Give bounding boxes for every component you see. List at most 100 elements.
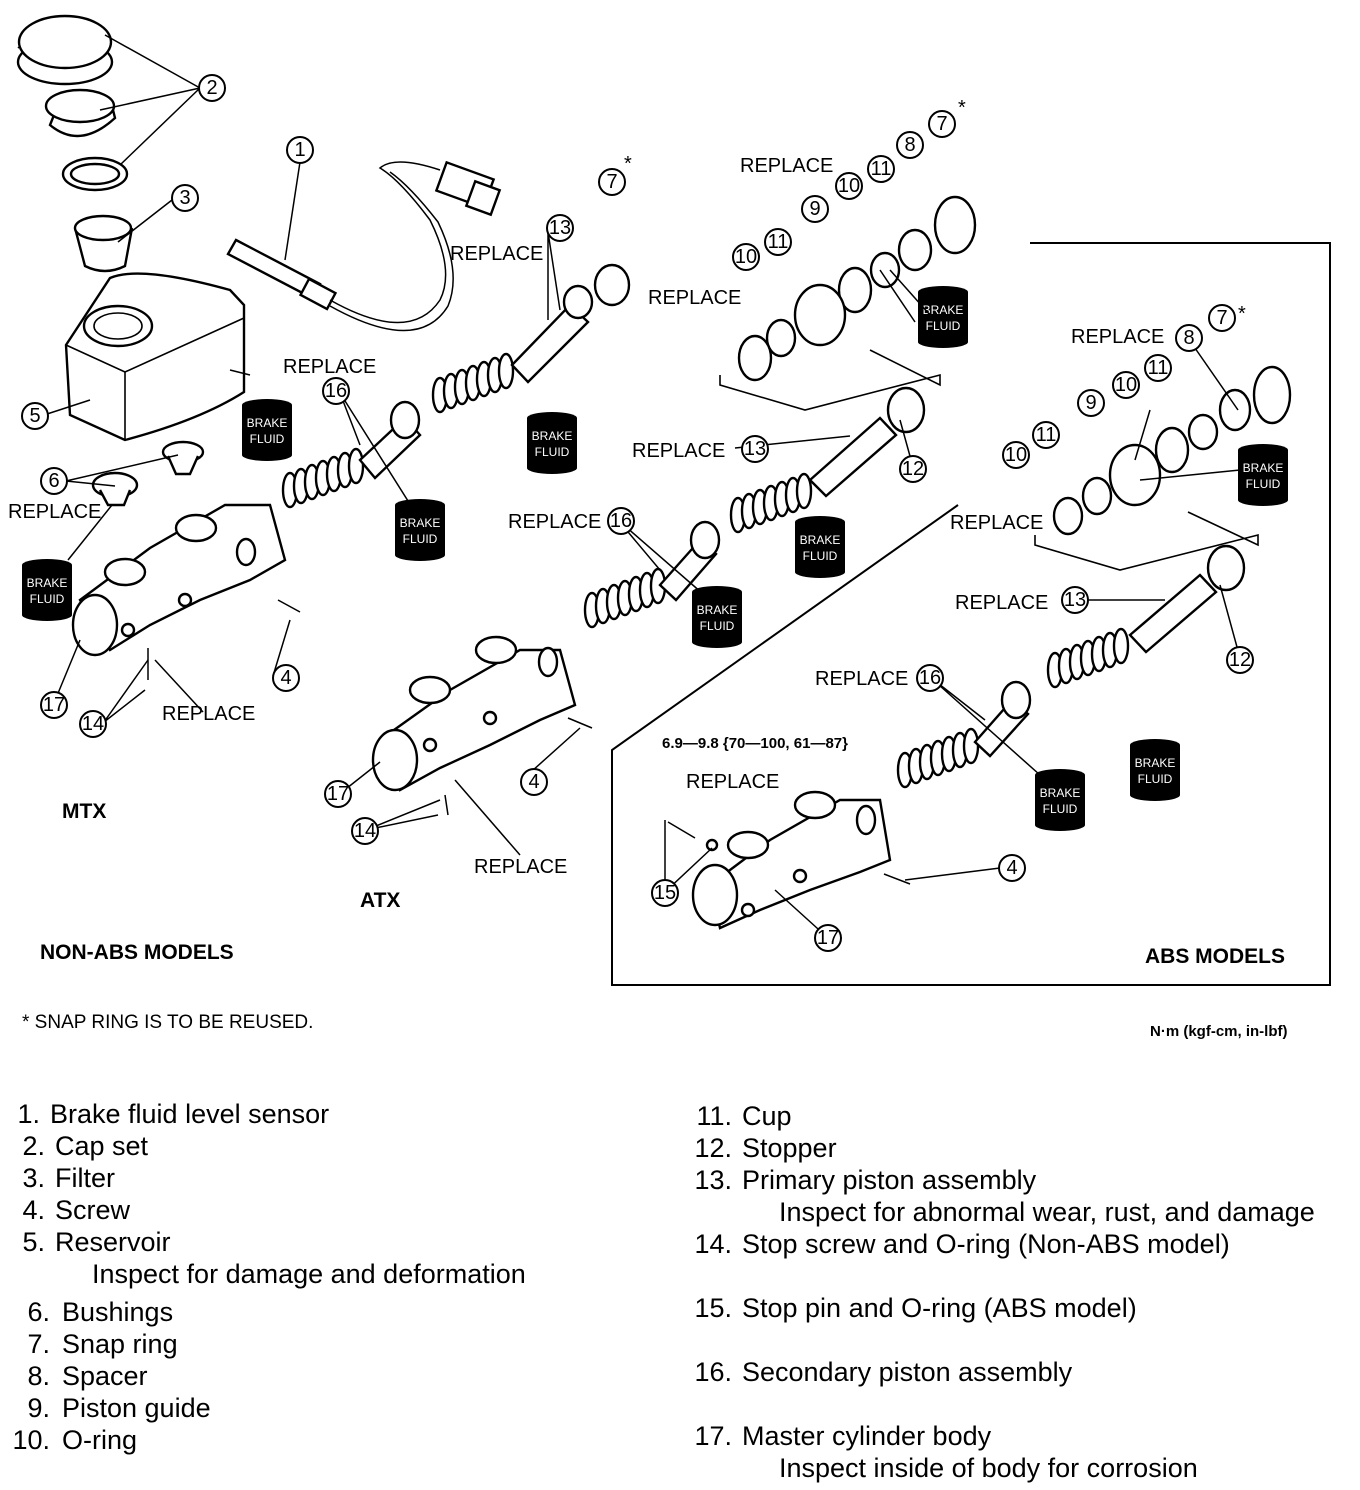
brake-fluid-can: BRAKE FLUID (1238, 444, 1288, 506)
svg-text:13: 13 (1064, 589, 1086, 611)
callout-11: 11 (764, 228, 792, 256)
callout-16: 16 (607, 507, 635, 535)
replace-label: REPLACE (740, 155, 833, 177)
leader-lines (43, 34, 1241, 939)
svg-text:FLUID: FLUID (535, 445, 570, 459)
brake-fluid-can: BRAKE FLUID (795, 516, 845, 578)
callout-10: 10 (835, 172, 863, 200)
brake-fluid-can: BRAKE FLUID (692, 586, 742, 648)
abs-seal-set-drawing (1034, 365, 1292, 571)
callout-4: 4 (272, 664, 300, 692)
torque-spec: 6.9—9.8 {70—100, 61—87} (662, 735, 848, 752)
svg-text:12: 12 (902, 458, 924, 480)
callout-14: 14 (351, 817, 379, 845)
callout-16: 16 (322, 377, 350, 405)
replace-label: REPLACE (632, 440, 725, 462)
svg-text:17: 17 (327, 783, 349, 805)
mtx-seal-set-drawing (719, 195, 977, 411)
svg-text:BRAKE: BRAKE (1040, 786, 1081, 800)
svg-text:BRAKE: BRAKE (532, 429, 573, 443)
callout-17: 17 (324, 780, 352, 808)
callout-10: 10 (1112, 371, 1140, 399)
svg-text:4: 4 (528, 771, 539, 793)
callout-7: 7 (598, 168, 626, 196)
callout-12: 12 (1226, 646, 1254, 674)
bushings-drawing (91, 440, 205, 507)
svg-text:8: 8 (904, 134, 915, 156)
callout-4: 4 (998, 854, 1026, 882)
callout-11: 11 (867, 155, 895, 183)
asterisk-mark: * (624, 153, 632, 175)
callout-16: 16 (916, 664, 944, 692)
callout-13: 13 (741, 435, 769, 463)
asterisk-mark: * (958, 97, 966, 119)
svg-text:11: 11 (1036, 424, 1057, 446)
svg-text:6: 6 (48, 470, 59, 492)
callout-8: 8 (896, 131, 924, 159)
brake-fluid-can: BRAKE FLUID (918, 286, 968, 348)
svg-text:BRAKE: BRAKE (1243, 461, 1284, 475)
units-note: N·m (kgf-cm, in-lbf) (1150, 1023, 1288, 1040)
svg-text:FLUID: FLUID (1043, 802, 1078, 816)
replace-label: REPLACE (8, 501, 101, 523)
svg-text:17: 17 (817, 927, 839, 949)
replace-label: REPLACE (1071, 326, 1164, 348)
callout-numbers: 1 2 3 4 4 4 5 6 7 7 7 8 8 9 9 10 10 10 1… (21, 74, 1254, 952)
brake-fluid-can: BRAKE FLUID (527, 412, 577, 474)
callout-9: 9 (801, 195, 829, 223)
callout-11: 11 (1032, 421, 1060, 449)
callout-13: 13 (1061, 586, 1089, 614)
replace-label: REPLACE (815, 668, 908, 690)
svg-text:FLUID: FLUID (30, 592, 65, 606)
svg-text:10: 10 (838, 175, 860, 197)
svg-text:17: 17 (43, 694, 65, 716)
brake-fluid-can: BRAKE FLUID (395, 499, 445, 561)
svg-text:4: 4 (1006, 857, 1017, 879)
level-sensor-drawing (226, 160, 502, 332)
legend-note: Inspect for damage and deformation (92, 1259, 526, 1289)
svg-text:9: 9 (809, 198, 820, 220)
mtx-primary-piston-drawing (431, 263, 631, 414)
replace-labels: REPLACE REPLACE REPLACE REPLACE REPLACE … (8, 155, 1164, 878)
callout-12: 12 (899, 455, 927, 483)
callout-3: 3 (171, 184, 199, 212)
svg-text:16: 16 (919, 667, 941, 689)
svg-text:13: 13 (744, 438, 766, 460)
svg-text:BRAKE: BRAKE (400, 516, 441, 530)
svg-text:BRAKE: BRAKE (800, 533, 841, 547)
abs-cylinder-body-drawing (667, 790, 911, 930)
callout-8: 8 (1175, 324, 1203, 352)
replace-label: REPLACE (283, 356, 376, 378)
legend-note: Inspect inside of body for corrosion (779, 1453, 1198, 1483)
callout-9: 9 (1077, 389, 1105, 417)
atx-cylinder-body-drawing (371, 635, 593, 816)
callout-6: 6 (40, 467, 68, 495)
callout-1: 1 (286, 136, 314, 164)
callout-2: 2 (198, 74, 226, 102)
replace-label: REPLACE (162, 703, 255, 725)
svg-text:FLUID: FLUID (700, 619, 735, 633)
svg-text:BRAKE: BRAKE (697, 603, 738, 617)
mtx-secondary-piston-drawing (281, 400, 422, 509)
svg-text:10: 10 (1115, 374, 1137, 396)
replace-label: REPLACE (450, 243, 543, 265)
replace-label: REPLACE (950, 512, 1043, 534)
cap-set-drawing (16, 14, 129, 192)
svg-text:8: 8 (1183, 327, 1194, 349)
svg-text:5: 5 (29, 405, 40, 427)
abs-secondary-piston-drawing (896, 680, 1032, 789)
callout-7: 7 (1208, 304, 1236, 332)
legend-note: Inspect for abnormal wear, rust, and dam… (779, 1197, 1315, 1227)
svg-text:12: 12 (1229, 649, 1251, 671)
mtx-label: MTX (62, 800, 106, 823)
snap-ring-note: * SNAP RING IS TO BE REUSED. (22, 1012, 314, 1033)
svg-text:1: 1 (294, 139, 305, 161)
callout-10: 10 (1002, 441, 1030, 469)
callout-17: 17 (40, 691, 68, 719)
atx-label: ATX (360, 889, 400, 912)
abs-models-frame (611, 242, 1331, 986)
svg-text:11: 11 (871, 158, 892, 180)
callout-11: 11 (1144, 354, 1172, 382)
svg-text:7: 7 (1216, 307, 1227, 329)
svg-text:FLUID: FLUID (1246, 477, 1281, 491)
